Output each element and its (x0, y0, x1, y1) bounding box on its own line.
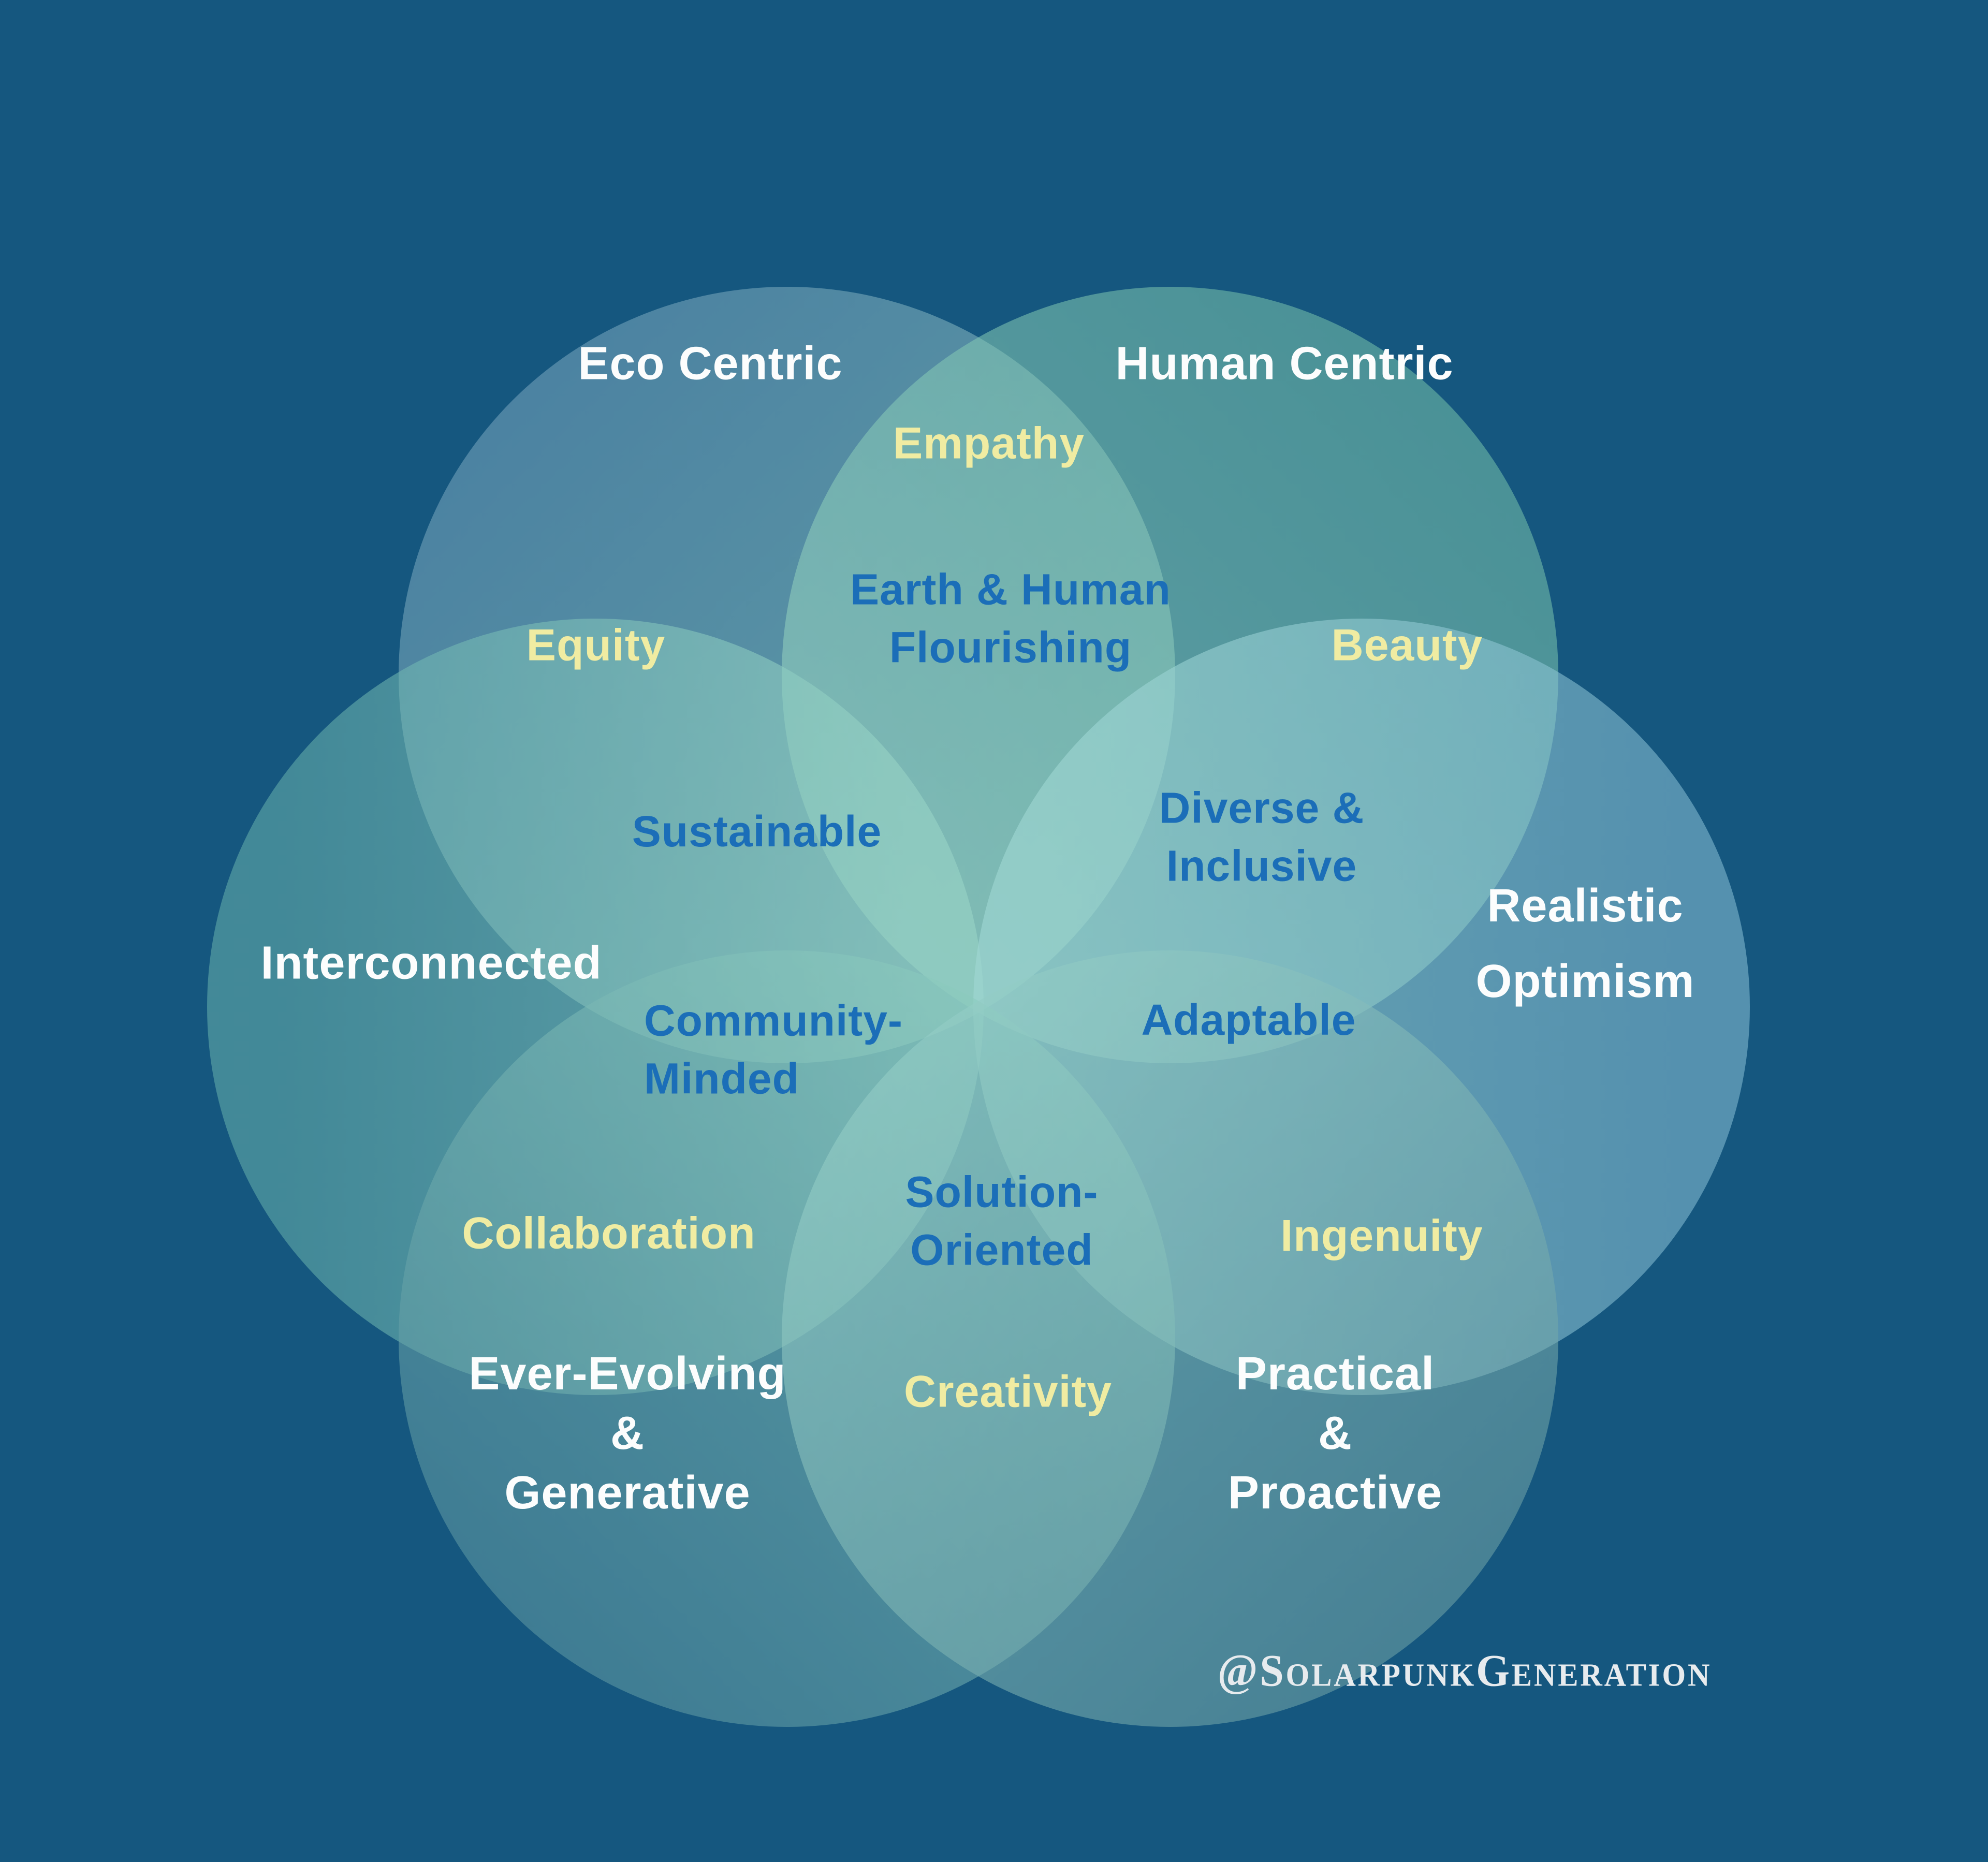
overlap-label-beauty: Beauty (1331, 620, 1483, 670)
circle-label-eco-centric: Eco Centric (578, 338, 843, 390)
circle-label-practical-proactive: Practical & Proactive (1227, 1348, 1443, 1519)
circle-practical-proactive (782, 950, 1558, 1727)
core-label-diverse-inclusive: Diverse & Inclusive (1159, 783, 1365, 890)
core-label-adaptable: Adaptable (1141, 995, 1356, 1045)
overlap-label-empathy: Empathy (893, 418, 1085, 468)
circle-label-interconnected: Interconnected (260, 937, 602, 989)
circle-label-realistic-optimism: Realistic Optimism (1475, 880, 1695, 1007)
core-label-earth-human-flourishing: Earth & Human Flourishing (850, 565, 1171, 671)
core-label-community-minded: Community- Minded (644, 996, 903, 1103)
overlap-label-equity: Equity (526, 620, 666, 670)
core-label-sustainable: Sustainable (632, 807, 882, 856)
core-label-solution-oriented: Solution- Oriented (905, 1167, 1099, 1274)
overlap-label-creativity: Creativity (904, 1367, 1112, 1417)
overlap-label-ingenuity: Ingenuity (1280, 1211, 1483, 1261)
attribution-text: @SolarpunkGeneration (1217, 1646, 1712, 1696)
circle-label-ever-evolving-generative: Ever-Evolving & Generative (469, 1348, 786, 1519)
circle-label-human-centric: Human Centric (1115, 338, 1454, 390)
overlap-label-collaboration: Collaboration (462, 1208, 756, 1258)
